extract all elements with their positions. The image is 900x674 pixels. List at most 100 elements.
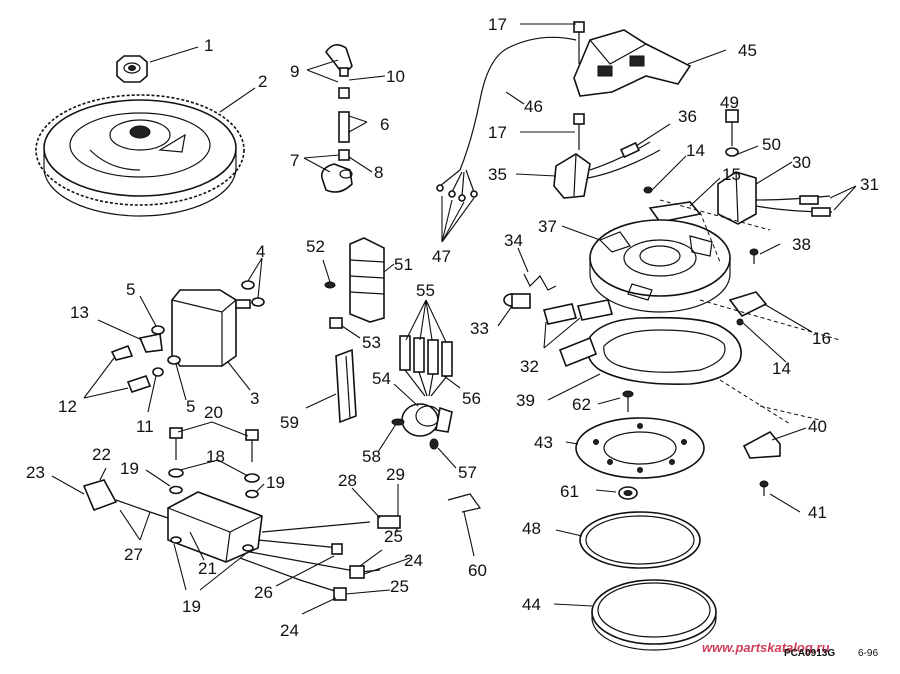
callout-58: 58 — [362, 447, 381, 466]
callout-48: 48 — [522, 519, 541, 538]
callout-38: 38 — [792, 235, 811, 254]
callout-60: 60 — [468, 561, 487, 580]
part-retainer-plate — [558, 316, 742, 386]
callout-8: 8 — [374, 163, 383, 182]
callout-28: 28 — [338, 471, 357, 490]
part-power-pack — [149, 491, 401, 601]
callout-24a: 24 — [404, 551, 423, 570]
part-charge-coil — [553, 113, 661, 199]
callout-44: 44 — [522, 595, 541, 614]
callout-22: 22 — [92, 445, 111, 464]
callout-56: 56 — [462, 389, 481, 408]
callout-14b: 14 — [772, 359, 791, 378]
callout-35: 35 — [488, 165, 507, 184]
callout-30: 30 — [792, 153, 811, 172]
callout-5b: 5 — [186, 397, 195, 416]
callout-61: 61 — [560, 482, 579, 501]
part-trigger-cable — [436, 36, 577, 202]
callout-9: 9 — [290, 62, 299, 81]
callout-19c: 19 — [182, 597, 201, 616]
part-flywheel — [35, 94, 245, 217]
part-coil-hardware — [110, 325, 181, 393]
callout-49: 49 — [720, 93, 739, 112]
callout-51: 51 — [394, 255, 413, 274]
callout-1: 1 — [204, 36, 213, 55]
part-spark-plug-lead — [338, 87, 350, 161]
part-rectifier — [391, 403, 453, 450]
callout-24b: 24 — [280, 621, 299, 640]
callout-14a: 14 — [686, 141, 705, 160]
callout-16: 16 — [812, 329, 831, 348]
part-ignition-coil — [171, 289, 251, 367]
callout-3: 3 — [250, 389, 259, 408]
callout-54: 54 — [372, 369, 391, 388]
callout-19b: 19 — [266, 473, 285, 492]
part-clamp-16 — [728, 291, 768, 326]
callout-52: 52 — [306, 237, 325, 256]
callout-25b: 25 — [390, 577, 409, 596]
part-screw-38 — [749, 248, 759, 264]
callout-17b: 17 — [488, 123, 507, 142]
callout-10: 10 — [386, 67, 405, 86]
part-nut-61 — [618, 486, 638, 500]
callout-41: 41 — [808, 503, 827, 522]
callout-31: 31 — [860, 175, 879, 194]
callout-15: 15 — [722, 165, 741, 184]
part-pack-hardware — [168, 427, 260, 499]
part-o-ring — [579, 511, 701, 569]
callout-40: 40 — [808, 417, 827, 436]
part-spark-plug-boot-upper — [325, 44, 353, 77]
callout-39: 39 — [516, 391, 535, 410]
callout-50: 50 — [762, 135, 781, 154]
callout-55: 55 — [416, 281, 435, 300]
figure-code: PCA0913G — [784, 648, 835, 659]
callout-18: 18 — [206, 447, 225, 466]
part-rectifier-leads — [399, 335, 453, 397]
callout-37: 37 — [538, 217, 557, 236]
callout-32: 32 — [520, 357, 539, 376]
part-gasket-ring — [591, 579, 717, 651]
part-link-bushings — [503, 293, 614, 325]
callout-34: 34 — [504, 231, 523, 250]
callout-47: 47 — [432, 247, 451, 266]
part-timer-base — [573, 21, 692, 97]
callout-5a: 5 — [126, 280, 135, 299]
part-connector-sleeve — [82, 479, 151, 513]
leader-lines — [51, 23, 857, 615]
callout-25a: 25 — [384, 527, 403, 546]
watermark-text: www.partskatalog.ru — [702, 640, 829, 655]
callout-13: 13 — [70, 303, 89, 322]
part-sensor-coil — [717, 109, 833, 225]
part-mounting-ring — [575, 417, 705, 479]
callout-27: 27 — [124, 545, 143, 564]
callout-4: 4 — [256, 242, 265, 261]
part-segment-40 — [742, 430, 781, 496]
part-bracket — [335, 348, 357, 424]
part-spark-plug-boot-lower — [320, 163, 353, 193]
callout-7: 7 — [290, 151, 299, 170]
callout-19a: 19 — [120, 459, 139, 478]
callout-12: 12 — [58, 397, 77, 416]
callout-21: 21 — [198, 559, 217, 578]
callout-6: 6 — [380, 115, 389, 134]
part-spring-34 — [523, 273, 557, 291]
callout-46: 46 — [524, 97, 543, 116]
callout-23: 23 — [26, 463, 45, 482]
callout-26: 26 — [254, 583, 273, 602]
callout-2: 2 — [258, 72, 267, 91]
callout-62: 62 — [572, 395, 591, 414]
callout-29: 29 — [386, 465, 405, 484]
part-armature-plate — [589, 219, 731, 313]
callout-59: 59 — [280, 413, 299, 432]
callout-45: 45 — [738, 41, 757, 60]
part-spring-clip — [447, 493, 482, 513]
callout-11: 11 — [136, 417, 154, 436]
callout-20: 20 — [204, 403, 223, 422]
callout-43: 43 — [534, 433, 553, 452]
callout-17a: 17 — [488, 15, 507, 34]
callout-labels: 1 2 3 4 5 5 6 7 8 9 10 11 12 13 14 14 15… — [26, 15, 879, 640]
callout-53: 53 — [362, 333, 381, 352]
callout-33: 33 — [470, 319, 489, 338]
callout-36: 36 — [678, 107, 697, 126]
